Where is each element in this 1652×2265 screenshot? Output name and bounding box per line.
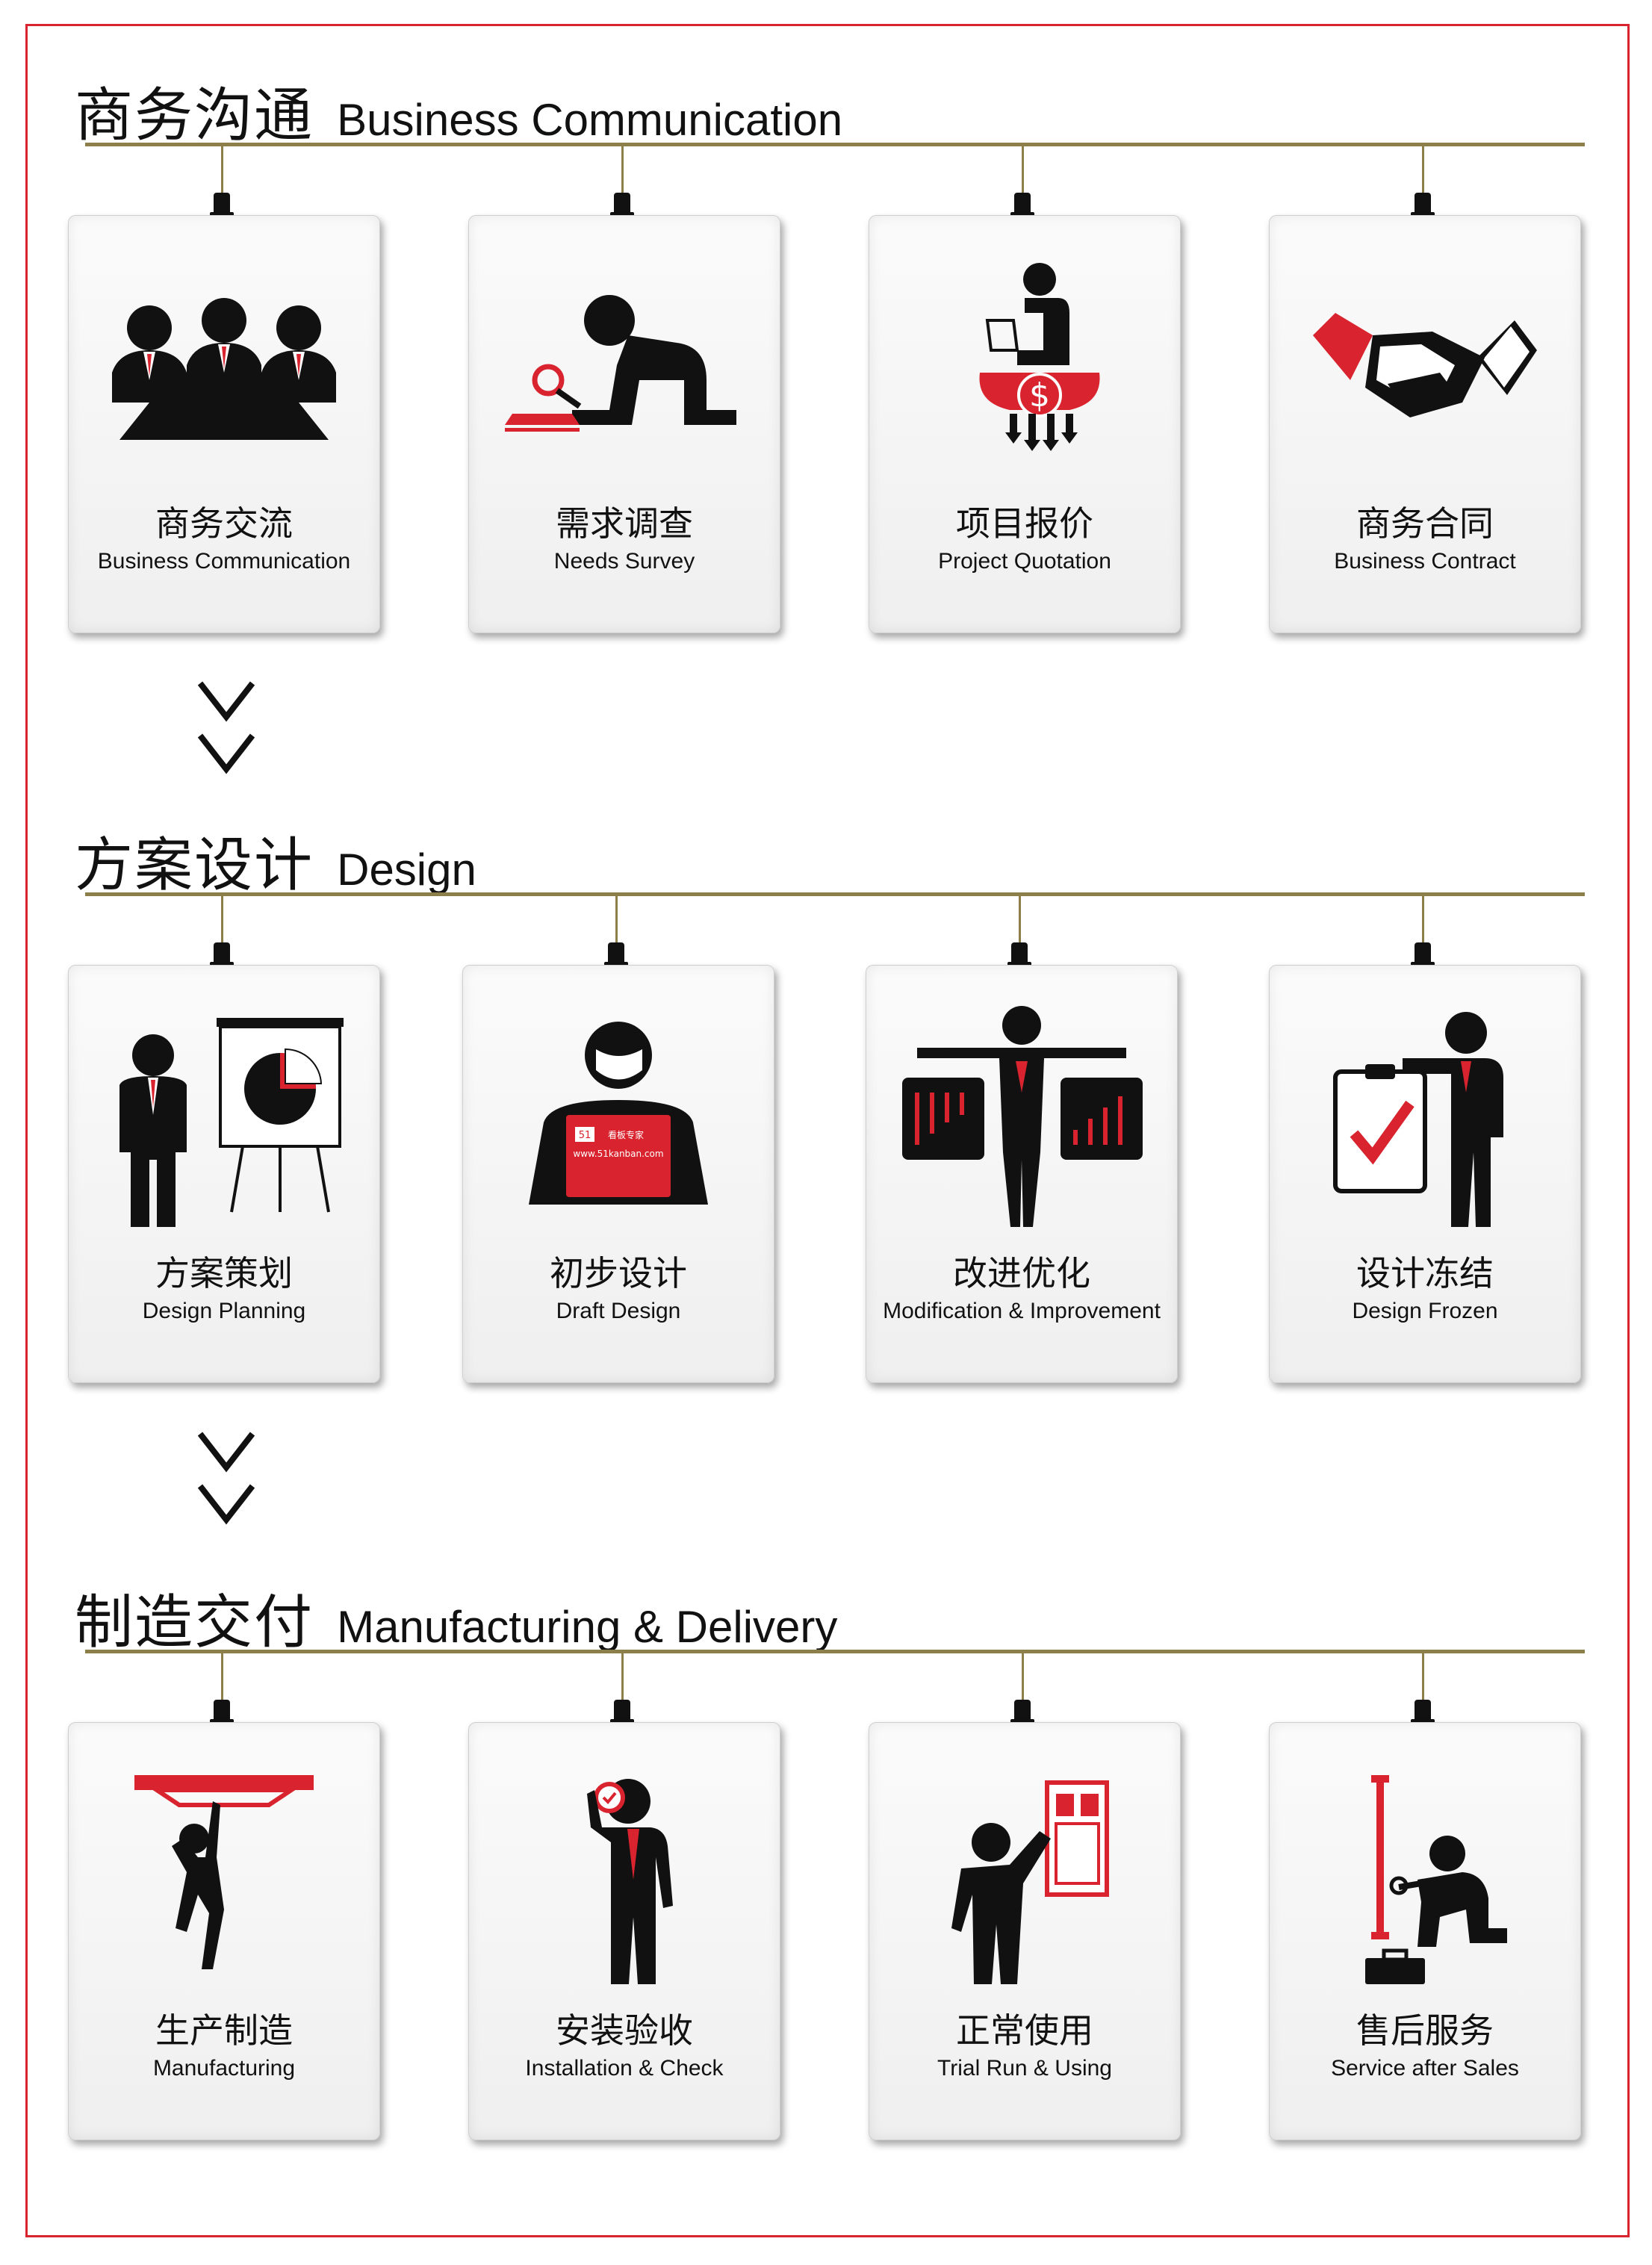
card-title-cn: 方案策划	[155, 1253, 293, 1293]
card-title-en: Trial Run & Using	[937, 2056, 1112, 2081]
section-title-en: Business Communication	[337, 95, 843, 145]
svg-text:$: $	[1029, 376, 1050, 414]
hanger-wire	[621, 146, 624, 199]
card-title-en: Draft Design	[556, 1299, 681, 1323]
clip-icon	[210, 942, 234, 968]
card-business-communication[interactable]: 商务交流 Business Communication	[68, 215, 380, 633]
chevron-down-icon	[197, 681, 255, 774]
section-rail	[85, 892, 1585, 896]
card-draft-design[interactable]: 51 看板专家 www.51kanban.com 初步设计 Draft Desi…	[462, 965, 774, 1383]
operate-panel-icon	[951, 1780, 1109, 1984]
hanger-wire	[621, 1653, 624, 1706]
inspection-icon	[587, 1779, 673, 1984]
clip-icon	[1411, 942, 1435, 968]
card-service-after-sales[interactable]: 售后服务 Service after Sales	[1269, 1722, 1581, 2140]
card-title-en: Business Contract	[1334, 549, 1516, 574]
hanger-wire	[615, 896, 618, 948]
hanger-wire	[1422, 1653, 1424, 1706]
card-title-cn: 设计冻结	[1356, 1253, 1494, 1293]
hanger-wire	[221, 1653, 223, 1706]
card-title-cn: 需求调查	[556, 503, 693, 544]
clip-icon	[610, 193, 634, 218]
hanger-wire	[1022, 146, 1024, 199]
card-title-en: Business Communication	[97, 549, 351, 574]
card-design-planning[interactable]: 方案策划 Design Planning	[68, 965, 380, 1383]
section-rail	[85, 143, 1585, 146]
chevron-down-icon	[197, 1432, 255, 1525]
card-manufacturing[interactable]: 生产制造 Manufacturing	[68, 1722, 380, 2140]
card-title-cn: 商务交流	[155, 503, 293, 544]
page-frame	[25, 24, 1630, 2237]
card-project-quotation[interactable]: $ 项目报价 Project Quotation	[869, 215, 1181, 633]
card-title-cn: 生产制造	[155, 2010, 293, 2051]
card-trial-run-using[interactable]: 正常使用 Trial Run & Using	[869, 1722, 1181, 2140]
quotation-dollar-icon: $	[979, 263, 1100, 451]
repair-service-icon	[1365, 1775, 1507, 1984]
section-title: 商务沟通 Business Communication	[75, 69, 842, 151]
card-title-cn: 商务合同	[1356, 503, 1494, 544]
hanger-wire	[1019, 896, 1021, 948]
checklist-approve-icon	[1333, 1012, 1503, 1227]
card-title-en: Design Planning	[142, 1299, 306, 1323]
clip-icon	[1411, 193, 1435, 218]
card-title-en: Manufacturing	[152, 2056, 296, 2081]
card-needs-survey[interactable]: 需求调查 Needs Survey	[468, 215, 780, 633]
clip-icon	[1007, 942, 1031, 968]
card-business-contract[interactable]: 商务合同 Business Contract	[1269, 215, 1581, 633]
magnifier-research-icon	[505, 295, 736, 432]
card-design-frozen[interactable]: 设计冻结 Design Frozen	[1269, 965, 1581, 1383]
card-title-en: Design Frozen	[1352, 1299, 1498, 1323]
card-title-en: Project Quotation	[938, 549, 1111, 574]
card-modification-improvement[interactable]: 改进优化 Modification & Improvement	[866, 965, 1178, 1383]
section-title: 制造交付 Manufacturing & Delivery	[75, 1576, 837, 1658]
section-title-cn: 商务沟通	[75, 82, 314, 149]
section-title-cn: 方案设计	[75, 832, 314, 899]
clip-icon	[210, 193, 234, 218]
hanger-wire	[221, 146, 223, 199]
lifting-beam-icon	[134, 1775, 314, 1969]
card-title-en: Modification & Improvement	[883, 1299, 1161, 1323]
card-title-cn: 初步设计	[550, 1253, 687, 1293]
card-title-cn: 正常使用	[956, 2010, 1093, 2051]
laptop-brand: 51	[579, 1130, 591, 1141]
handshake-icon	[1313, 313, 1537, 417]
hanger-wire	[221, 896, 223, 948]
clip-icon	[1411, 1700, 1435, 1725]
clip-icon	[210, 1700, 234, 1725]
card-title-cn: 售后服务	[1356, 2010, 1494, 2051]
hanger-wire	[1422, 896, 1424, 948]
card-title-cn: 安装验收	[556, 2010, 693, 2051]
section-rail	[85, 1650, 1585, 1653]
clip-icon	[610, 1700, 634, 1725]
card-title-en: Installation & Check	[525, 2056, 724, 2081]
card-installation-check[interactable]: 安装验收 Installation & Check	[468, 1722, 780, 2140]
card-title-en: Service after Sales	[1331, 2056, 1519, 2081]
meeting-icon	[112, 298, 336, 440]
card-title-en: Needs Survey	[553, 549, 695, 574]
card-title-cn: 项目报价	[956, 503, 1093, 544]
hanger-wire	[1022, 1653, 1024, 1706]
clip-icon	[1010, 193, 1034, 218]
presentation-chart-icon	[119, 1018, 344, 1227]
clip-icon	[604, 942, 628, 968]
card-title-cn: 改进优化	[953, 1253, 1090, 1293]
section-title-cn: 制造交付	[75, 1589, 314, 1656]
section-title-en: Design	[337, 845, 476, 895]
balance-improvement-icon	[902, 1006, 1143, 1227]
clip-icon	[1010, 1700, 1034, 1725]
section-title: 方案设计 Design	[75, 818, 476, 901]
laptop-url: www.51kanban.com	[573, 1149, 663, 1159]
laptop-designer-icon: 51 看板专家 www.51kanban.com	[529, 1022, 708, 1205]
laptop-brand-cn: 看板专家	[608, 1129, 644, 1140]
section-title-en: Manufacturing & Delivery	[337, 1602, 838, 1652]
hanger-wire	[1422, 146, 1424, 199]
